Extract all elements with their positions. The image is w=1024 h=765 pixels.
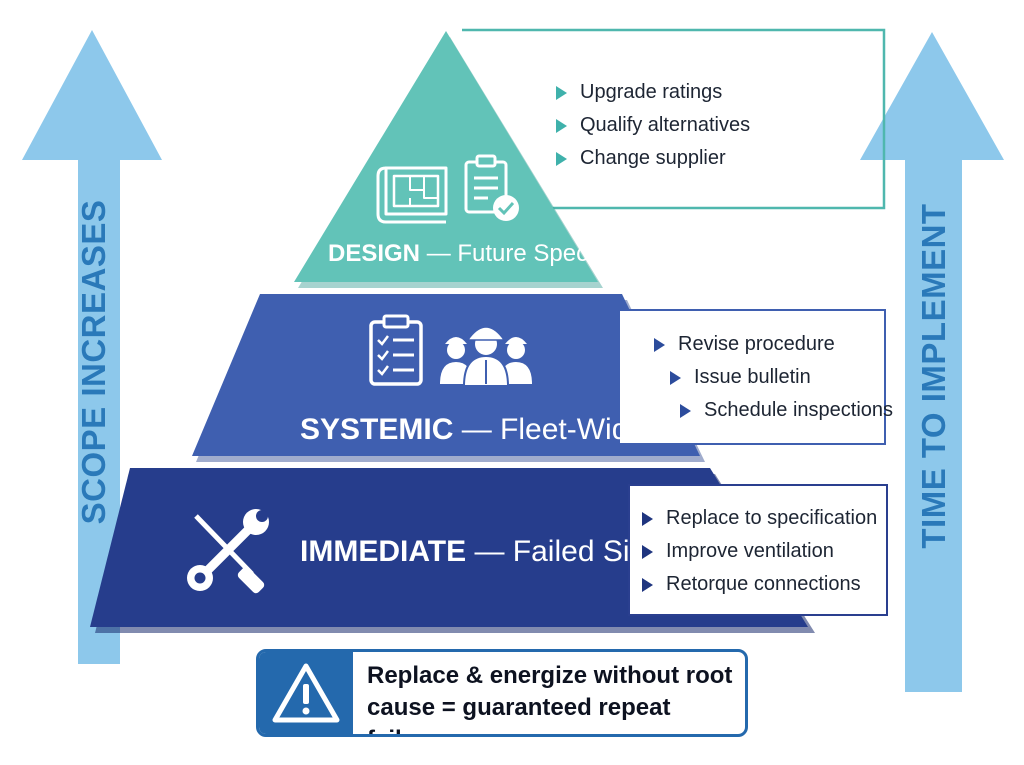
systemic-bullet-list: Revise procedure Issue bulletin Schedule…: [654, 328, 893, 427]
bullet-triangle-icon: [556, 152, 567, 166]
bullet-triangle-icon: [642, 545, 653, 559]
workers-team-icon: [440, 326, 532, 387]
time-to-implement-label: TIME TO IMPLEMENT: [915, 203, 952, 549]
systemic-tier-title: SYSTEMIC — Fleet-Wide: [300, 413, 645, 447]
tier-design-shape: [294, 31, 603, 288]
time-arrow: [860, 32, 1004, 692]
bullet-triangle-icon: [680, 404, 691, 418]
systemic-bullet: Revise procedure: [654, 328, 893, 361]
wrench-screwdriver-icon: [187, 509, 269, 594]
checklist-check-icon: [464, 154, 519, 221]
bullet-triangle-icon: [670, 371, 681, 385]
design-bullet: Change supplier: [556, 142, 750, 175]
immediate-tier-title: IMMEDIATE — Failed Site: [300, 535, 655, 569]
design-bracket: [462, 28, 886, 210]
immediate-actions-box: Replace to specification Improve ventila…: [628, 484, 888, 616]
bullet-triangle-icon: [556, 119, 567, 133]
immediate-title-sub: — Failed Site: [474, 535, 655, 568]
design-title-sub: — Future Specs: [426, 240, 601, 267]
immediate-bullet: Retorque connections: [642, 568, 877, 601]
scope-arrow: [22, 30, 162, 664]
immediate-title-main: IMMEDIATE: [300, 535, 467, 568]
immediate-bullet: Replace to specification: [642, 502, 877, 535]
design-actions-box: Upgrade ratings Qualify alternatives Cha…: [540, 30, 885, 208]
design-bullet: Upgrade ratings: [556, 76, 750, 109]
systemic-bullet: Schedule inspections: [680, 394, 893, 427]
design-tier-title: DESIGN — Future Specs: [328, 240, 600, 268]
design-bullet-list: Upgrade ratings Qualify alternatives Cha…: [556, 76, 750, 175]
warning-callout: Replace & energize without root cause = …: [256, 649, 748, 737]
design-bullet: Qualify alternatives: [556, 109, 750, 142]
bullet-triangle-icon: [642, 578, 653, 592]
bullet-triangle-icon: [654, 338, 665, 352]
immediate-bullet-list: Replace to specification Improve ventila…: [642, 502, 877, 601]
callout-text: Replace & energize without root cause = …: [367, 662, 733, 734]
scope-increases-label: SCOPE INCREASES: [75, 199, 112, 525]
bullet-triangle-icon: [642, 512, 653, 526]
clipboard-checklist-icon: [369, 314, 423, 386]
systemic-actions-box: Revise procedure Issue bulletin Schedule…: [620, 309, 893, 445]
systemic-title-main: SYSTEMIC: [300, 413, 454, 446]
callout-icon-panel: [259, 652, 353, 734]
systemic-bullet: Issue bulletin: [670, 361, 893, 394]
design-title-main: DESIGN: [328, 240, 421, 267]
bullet-triangle-icon: [556, 86, 567, 100]
immediate-bullet: Improve ventilation: [642, 535, 877, 568]
blueprint-icon: [376, 166, 448, 224]
systemic-title-sub: — Fleet-Wide: [461, 413, 646, 446]
warning-triangle-icon: [272, 663, 340, 723]
